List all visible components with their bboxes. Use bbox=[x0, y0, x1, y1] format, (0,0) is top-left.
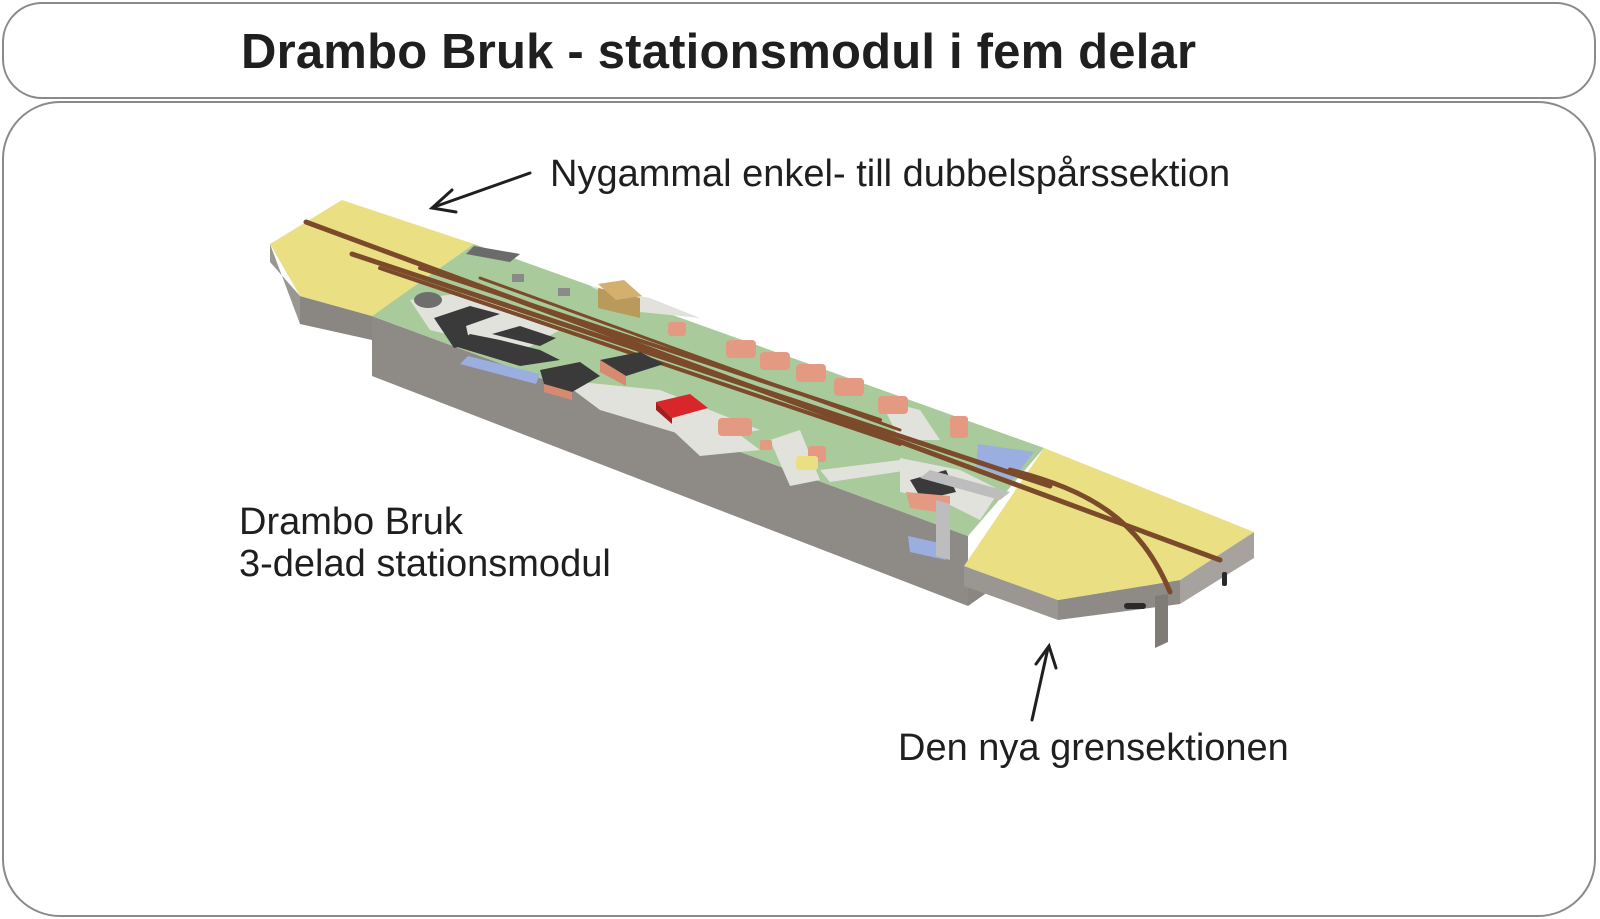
label-module-desc: 3-delad stationsmodul bbox=[239, 543, 611, 585]
right-leg bbox=[1155, 594, 1168, 648]
page-title: Drambo Bruk - stationsmodul i fem delar bbox=[241, 25, 1197, 79]
dark-building-1 bbox=[434, 306, 500, 348]
right-end-section bbox=[964, 448, 1254, 600]
houses bbox=[668, 322, 968, 470]
label-new-branch-section: Den nya grensektionen bbox=[898, 727, 1289, 769]
connector-slot-side bbox=[1222, 572, 1227, 586]
dark-building-5 bbox=[600, 352, 664, 376]
dark-building-4 bbox=[540, 362, 600, 392]
module-sides bbox=[270, 244, 1254, 648]
right-end-side bbox=[1180, 532, 1254, 604]
tank bbox=[414, 292, 442, 308]
center-front-side bbox=[372, 316, 968, 606]
right-end-front-2 bbox=[1058, 580, 1180, 620]
tracks bbox=[303, 219, 1223, 595]
arrow-left-icon bbox=[428, 171, 532, 214]
buildings bbox=[414, 246, 1010, 560]
station-building bbox=[656, 394, 708, 418]
right-end-front bbox=[964, 566, 1058, 620]
label-new-old-section: Nygammal enkel- till dubbelspårssektion bbox=[550, 153, 1231, 195]
dark-building-3 bbox=[492, 326, 556, 346]
left-end-front bbox=[300, 296, 372, 340]
left-end-side bbox=[270, 244, 300, 324]
dark-building-2 bbox=[454, 334, 560, 366]
label-module-name: Drambo Bruk bbox=[239, 501, 463, 543]
connector-slot bbox=[1124, 603, 1146, 609]
arrow-up-icon bbox=[1030, 642, 1058, 722]
title-box: Drambo Bruk - stationsmodul i fem delar bbox=[2, 2, 1596, 99]
